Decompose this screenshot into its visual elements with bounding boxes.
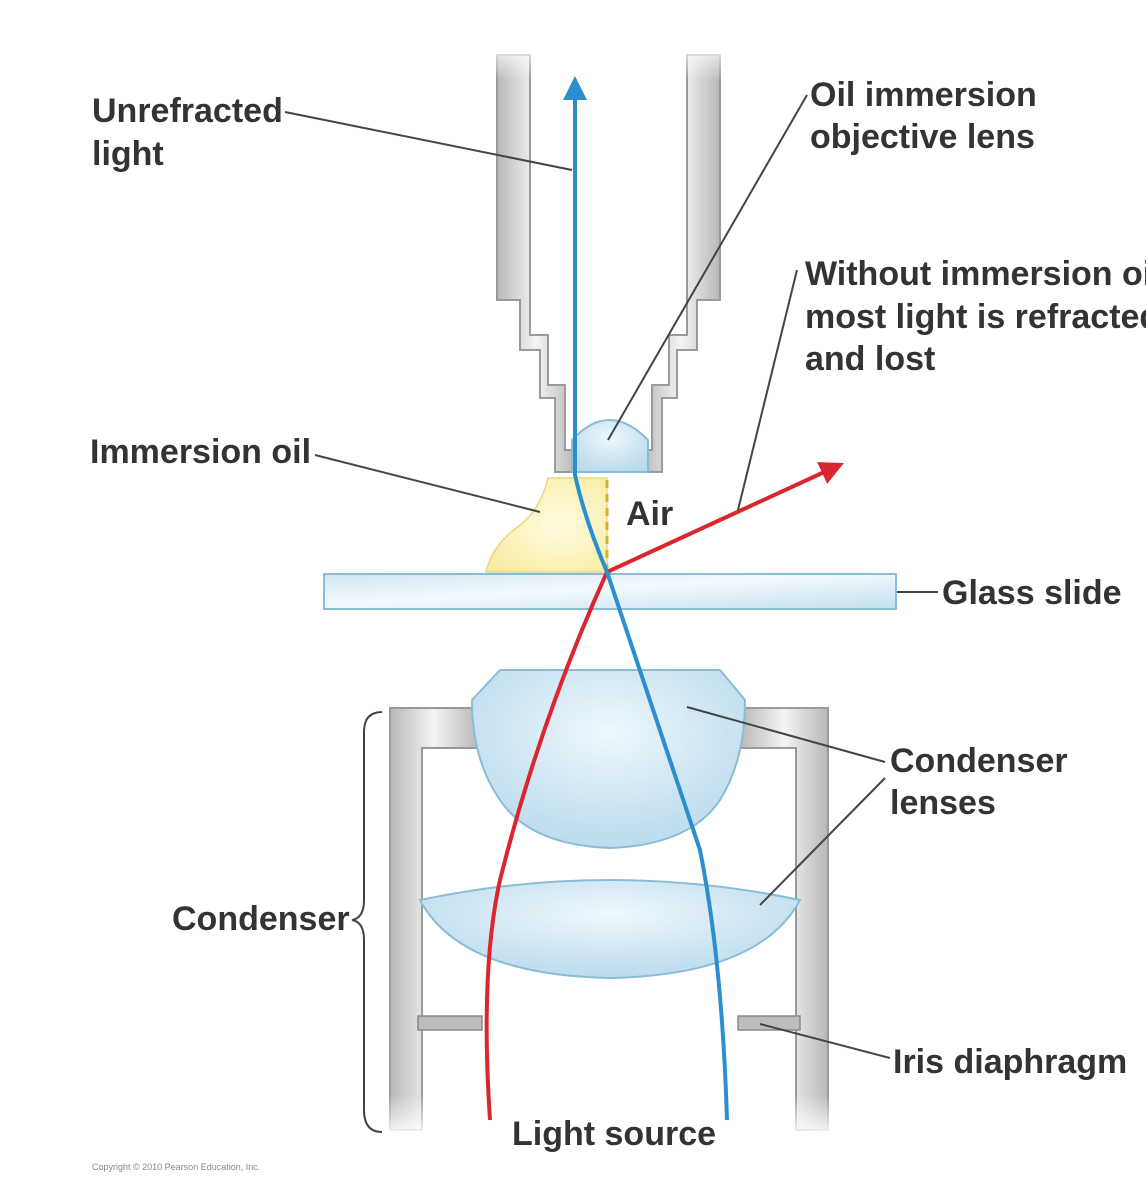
label-without-oil-1: Without immersion oil, — [805, 255, 1146, 293]
condenser-lower-lens — [418, 879, 802, 980]
leader-immersion-oil — [314, 454, 541, 513]
label-condenser-lenses-2: lenses — [890, 784, 996, 822]
label-condenser: Condenser — [172, 900, 350, 938]
refracted-ray — [484, 462, 844, 1121]
label-unrefracted-2: light — [92, 135, 164, 173]
label-iris-diaphragm: Iris diaphragm — [893, 1043, 1127, 1081]
condenser-frame — [385, 707, 835, 1139]
label-immersion-oil: Immersion oil — [90, 433, 311, 471]
label-objective-1: Oil immersion — [810, 76, 1037, 114]
leader-condenser-upper — [686, 706, 886, 763]
copyright-notice: Copyright © 2010 Pearson Education, Inc. — [92, 1162, 260, 1172]
label-without-oil-3: and lost — [805, 340, 935, 378]
leader-without-oil — [737, 269, 798, 511]
label-air: Air — [626, 495, 673, 533]
leader-unrefracted — [284, 111, 573, 171]
label-objective-2: objective lens — [810, 118, 1035, 156]
condenser-upper-lens — [470, 669, 747, 850]
leader-iris — [759, 1023, 891, 1059]
objective-tube — [490, 40, 730, 473]
immersion-oil-drop — [485, 477, 608, 573]
iris-diaphragm — [417, 1015, 801, 1031]
label-condenser-lenses-1: Condenser — [890, 742, 1068, 780]
objective-lens — [571, 419, 649, 473]
unrefracted-ray — [563, 76, 729, 1121]
leader-condenser-lower — [759, 777, 886, 906]
leader-objective — [607, 94, 808, 441]
label-without-oil-2: most light is refracted — [805, 298, 1146, 336]
label-unrefracted-1: Unrefracted — [92, 92, 283, 130]
condenser-brace — [351, 711, 383, 1133]
label-glass-slide: Glass slide — [942, 574, 1122, 612]
label-light-source: Light source — [512, 1115, 716, 1153]
